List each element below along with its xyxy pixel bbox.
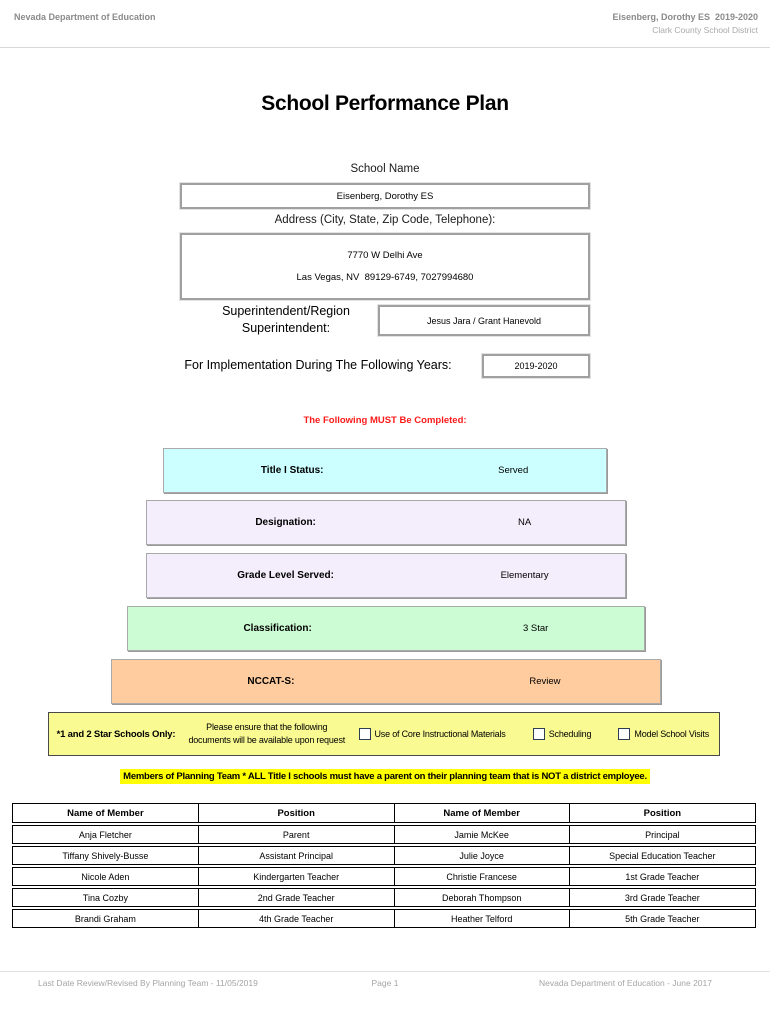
check-item-core-materials: Use of Core Instructional Materials <box>358 728 506 740</box>
classification-label: Classification: <box>243 623 312 634</box>
implementation-years-field[interactable]: 2019-2020 <box>482 354 590 378</box>
col-header-position-2: Position <box>568 804 755 822</box>
model-visits-checkbox[interactable] <box>618 728 631 740</box>
footer-last-review: Last Date Review/Revised By Planning Tea… <box>38 978 258 988</box>
star-schools-checklist: Use of Core Instructional Materials Sche… <box>351 728 720 740</box>
footer-divider <box>0 971 770 972</box>
address-line1: 7770 W Delhi Ave <box>347 250 423 261</box>
check-item-scheduling: Scheduling <box>532 728 592 740</box>
school-name-label: School Name <box>350 163 420 175</box>
implementation-years-value: 2019-2020 <box>514 361 558 371</box>
status-row-classification: Classification: 3 Star <box>127 606 645 651</box>
address-field[interactable]: 7770 W Delhi Ave Las Vegas, NV 89129-674… <box>180 233 590 300</box>
superintendent-label: Superintendent/Region Superintendent: <box>222 304 350 335</box>
col-header-name-2: Name of Member <box>393 804 569 822</box>
col-header-name-1: Name of Member <box>67 807 144 819</box>
planning-team-table: Name of Member Position Name of Member P… <box>12 803 756 930</box>
header-school-year: Eisenberg, Dorothy ES 2019-2020 <box>612 12 758 22</box>
grade-level-label: Grade Level Served: <box>237 570 334 581</box>
table-row: Nicole Aden Kindergarten Teacher Christi… <box>12 867 756 886</box>
star-schools-description: Please ensure that the following documen… <box>188 721 346 746</box>
superintendent-field[interactable]: Jesus Jara / Grant Hanevold <box>378 305 590 336</box>
footer-page-number: Page 1 <box>371 978 399 988</box>
footer-department: Nevada Department of Education - June 20… <box>539 978 712 988</box>
core-materials-checkbox[interactable] <box>358 728 371 740</box>
must-complete-notice: The Following MUST Be Completed: <box>303 415 467 426</box>
table-row: Tiffany Shively-Busse Assistant Principa… <box>12 846 756 865</box>
school-name-field[interactable]: Eisenberg, Dorothy ES <box>180 183 590 209</box>
header-divider <box>0 47 770 48</box>
table-header-row: Name of Member Position Name of Member P… <box>12 803 756 823</box>
implementation-years-label: For Implementation During The Following … <box>184 358 452 372</box>
header-district: Clark County School District <box>652 25 758 35</box>
table-row: Brandi Graham 4th Grade Teacher Heather … <box>12 909 756 928</box>
title1-status-label: Title I Status: <box>260 465 324 476</box>
nccats-label: NCCAT-S: <box>247 676 295 687</box>
header-app-title: Nevada Department of Education <box>14 12 156 22</box>
school-name-value: Eisenberg, Dorothy ES <box>336 190 434 202</box>
status-row-nccats: NCCAT-S: Review <box>111 659 661 704</box>
designation-value: NA <box>518 517 532 528</box>
address-label: Address (City, State, Zip Code, Telephon… <box>274 214 496 226</box>
star-schools-notice-bar: *1 and 2 Star Schools Only: Please ensur… <box>48 712 720 756</box>
superintendent-value: Jesus Jara / Grant Hanevold <box>426 315 542 326</box>
header-document-info: Eisenberg, Dorothy ES 2019-2020 Clark Co… <box>612 12 758 35</box>
designation-label: Designation: <box>255 517 316 528</box>
classification-value: 3 Star <box>522 623 549 634</box>
title1-status-value: Served <box>498 465 529 476</box>
scheduling-label: Scheduling <box>548 729 592 739</box>
planning-team-notice-wrap: Members of Planning Team * ALL Title I s… <box>0 766 770 784</box>
check-item-model-visits: Model School Visits <box>618 728 709 740</box>
planning-team-notice: Members of Planning Team * ALL Title I s… <box>120 769 650 784</box>
grade-level-value: Elementary <box>500 570 549 581</box>
status-row-title1: Title I Status: Served <box>163 448 607 493</box>
scheduling-checkbox[interactable] <box>532 728 545 740</box>
table-row: Tina Cozby 2nd Grade Teacher Deborah Tho… <box>12 888 756 907</box>
star-schools-label: *1 and 2 Star Schools Only: <box>56 728 176 740</box>
nccats-value: Review <box>529 676 561 687</box>
core-materials-label: Use of Core Instructional Materials <box>374 729 506 739</box>
table-row: Anja Fletcher Parent Jamie McKee Princip… <box>12 825 756 844</box>
address-line2: Las Vegas, NV 89129-6749, 7027994680 <box>296 272 474 283</box>
page-title: School Performance Plan <box>261 92 509 115</box>
status-row-grade-level: Grade Level Served: Elementary <box>146 553 626 598</box>
model-visits-label: Model School Visits <box>634 729 709 739</box>
col-header-position-1: Position <box>197 804 394 822</box>
status-row-designation: Designation: NA <box>146 500 626 545</box>
